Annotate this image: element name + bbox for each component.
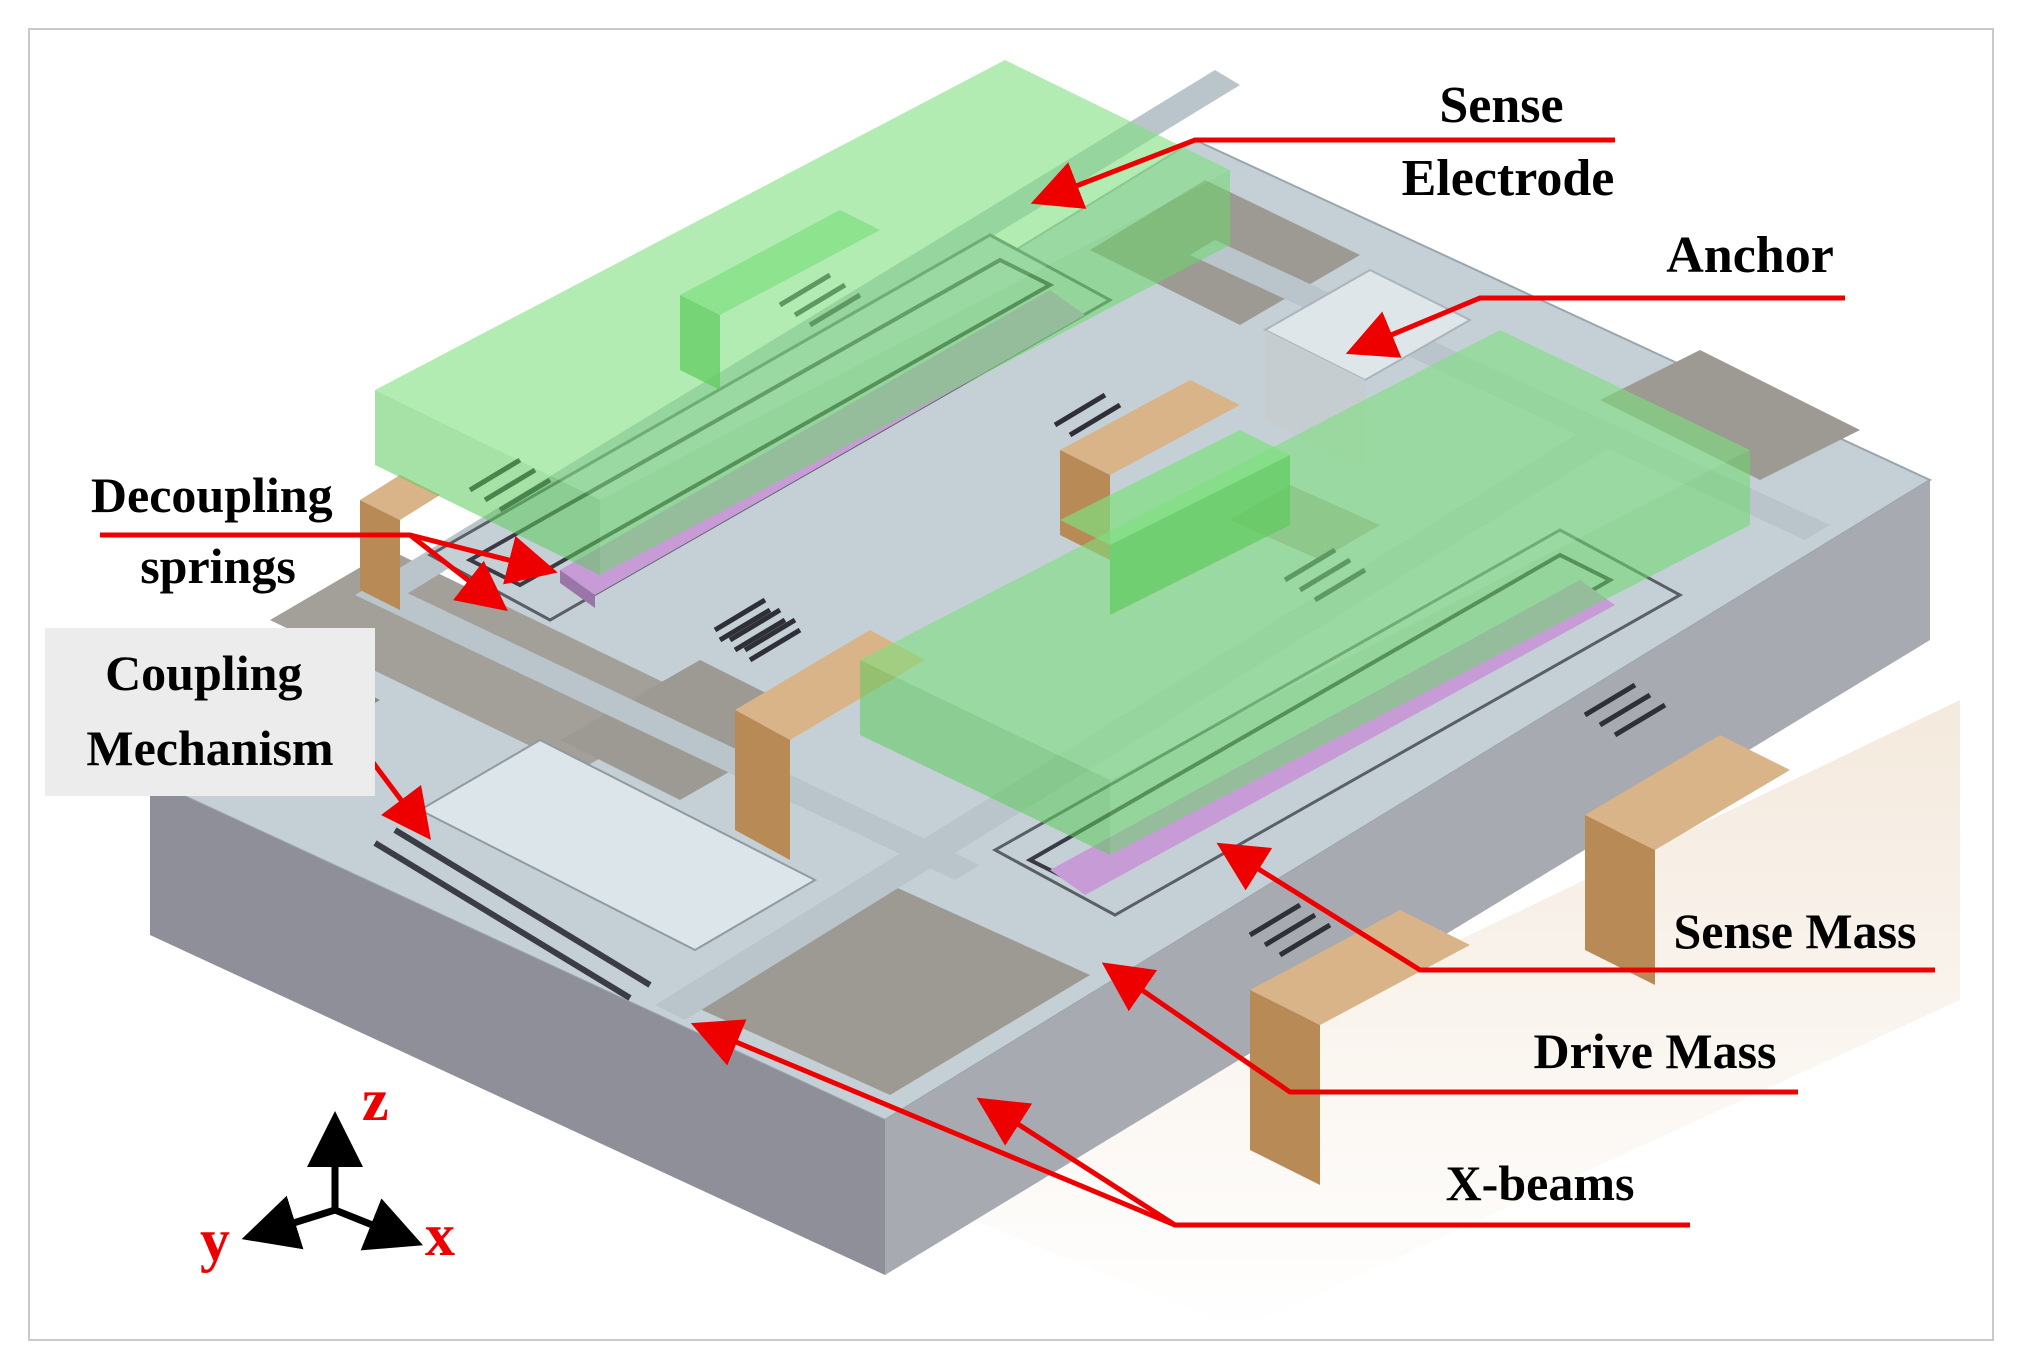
leader-sense-electrode [1030,137,1615,209]
coupling-mechanism-label: Coupling Mechanism [86,645,333,776]
frame-front-right-wall [885,480,1930,1275]
sense-electrode-left-tab [680,295,720,390]
sense-electrode-left-tab [680,210,880,315]
sense-electrode-left [375,60,1230,500]
sense-electrode-right-side [1110,450,1750,855]
comb-drive [718,547,1667,958]
anchor-block [1250,910,1470,1025]
sense-mass-label: Sense Mass [1673,903,1916,959]
sense-electrode-label: Sense Electrode [1402,77,1615,207]
leader-drive-mass [1101,962,1798,1095]
leader-decoupling-b [408,533,508,612]
leader-sense-mass [1216,842,1935,973]
sense-electrodes [375,60,1750,855]
anchor-block [1585,815,1655,985]
pit-cell [680,880,1090,1095]
axis-triad: z y x [200,1067,455,1273]
decoupling-springs-label: Decoupling springs [91,467,345,594]
frame-crossbeam [355,580,980,880]
x-axis-arrow [333,1198,423,1251]
x-beams-label: X-beams [1446,1155,1635,1211]
coupling-beam [393,827,652,988]
anchor-label: Anchor [1666,227,1834,284]
coupling-label-backdrop [45,628,375,796]
leader-anchor [1345,295,1845,358]
drive-mass-label: Drive Mass [1534,1023,1777,1079]
anchor-block [360,500,400,610]
y-axis-arrow [241,1195,337,1250]
sense-electrode-right-tab [1110,455,1290,615]
coupling-beam [373,840,632,1001]
x-axis-label: x [425,1202,455,1268]
sense-electrode-right-front [860,660,1110,855]
anchor-block [1060,380,1240,475]
sense-electrode-left-front [375,390,600,575]
y-axis-label: y [200,1207,230,1273]
leader-x-beams-b [976,1097,1177,1228]
anchor-block [1585,735,1790,850]
frame-front-left-wall [150,780,885,1275]
pit-cell [1600,350,1860,480]
z-axis-label: z [362,1067,389,1133]
anchor-block [735,710,790,860]
sense-mass-left-side [560,570,595,608]
sense-electrode-right-tab [1060,430,1290,545]
sense-electrode-right [860,330,1750,780]
sense-electrode-left-side [600,170,1230,575]
coupling-pad [417,738,818,952]
